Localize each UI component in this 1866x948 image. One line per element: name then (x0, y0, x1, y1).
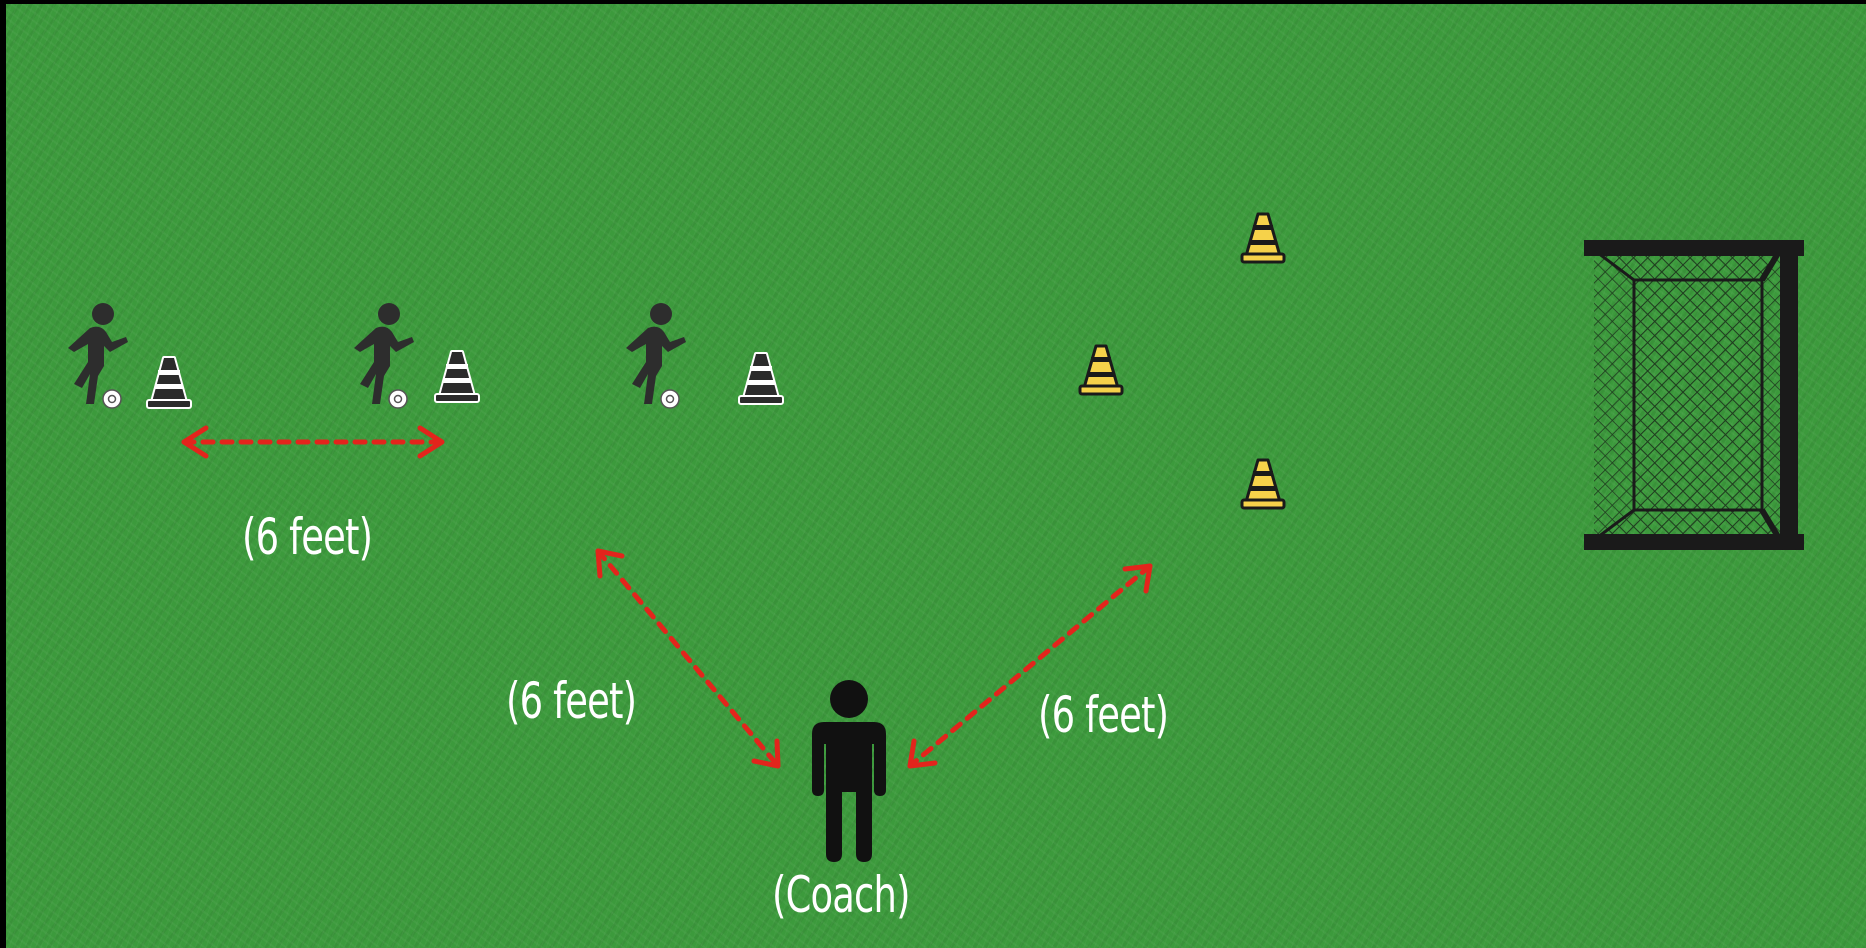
distance-label: (6 feet) (242, 508, 373, 566)
soccer-field: (6 feet) (6 feet) (6 feet) (Coach) (6, 4, 1866, 948)
yellow-cone-icon (1240, 458, 1286, 510)
striped-cone-icon (738, 352, 784, 405)
distance-label: (6 feet) (1038, 686, 1169, 744)
player-dribbling-icon (626, 303, 686, 409)
striped-cone-icon (146, 356, 192, 409)
double-arrow-icon (907, 563, 1153, 769)
coach-person-icon (812, 680, 886, 862)
distance-arrows (181, 425, 1153, 769)
coach-label: (Coach) (772, 866, 910, 924)
yellow-cone-icon (1240, 212, 1286, 264)
double-arrow-icon (181, 425, 445, 459)
double-arrow-icon (595, 548, 781, 769)
striped-cone-icon (434, 350, 480, 403)
player-dribbling-icon (68, 303, 128, 409)
yellow-cone-icon (1078, 344, 1124, 396)
distance-label: (6 feet) (506, 672, 637, 730)
player-dribbling-icon (354, 303, 414, 409)
soccer-goal-icon (1584, 240, 1804, 550)
